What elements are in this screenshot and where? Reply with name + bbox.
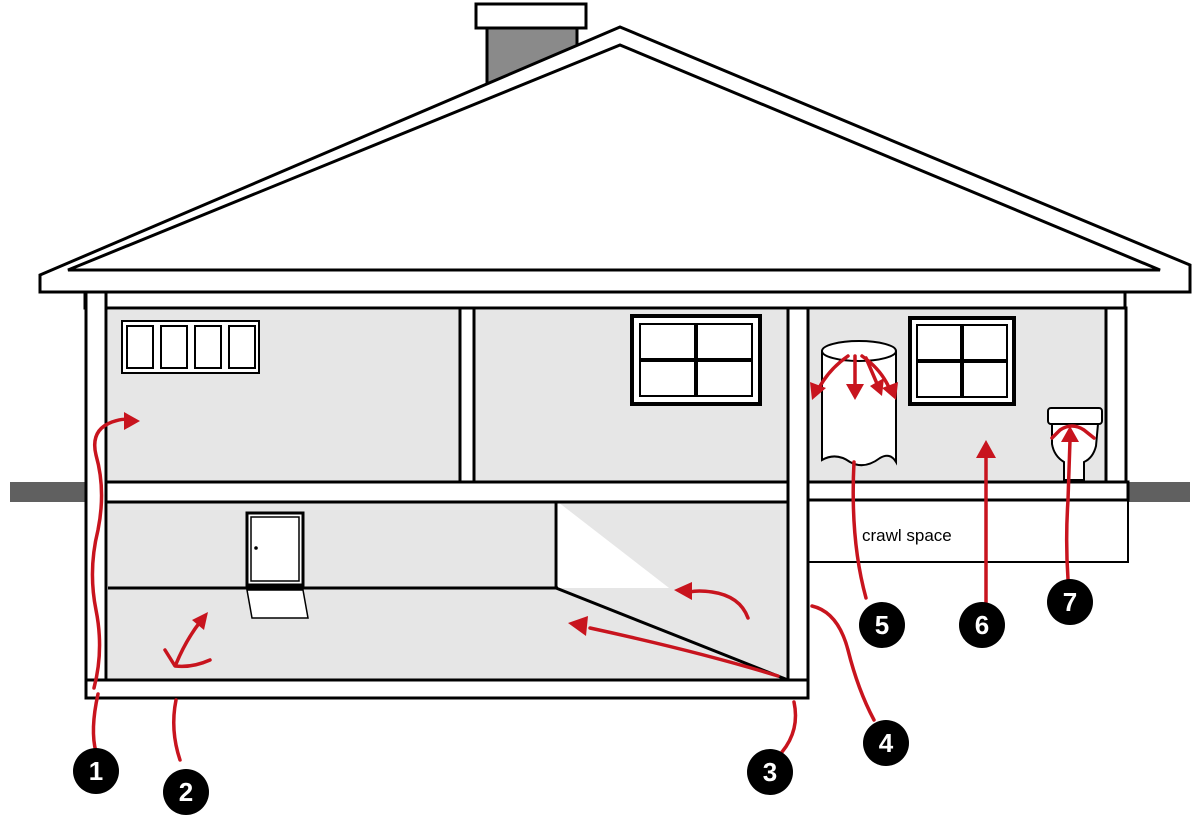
arrow-1: [90, 417, 130, 690]
marker-7: 7: [1047, 579, 1093, 625]
basement-right-room: [558, 502, 788, 680]
arrow-2: [163, 648, 212, 669]
basement-floor-area: [108, 588, 788, 680]
svg-text:6: 6: [975, 610, 989, 640]
middle-window: [630, 314, 762, 406]
svg-text:4: 4: [879, 728, 894, 758]
svg-text:7: 7: [1063, 587, 1077, 617]
svg-text:2: 2: [179, 777, 193, 807]
marker-2: 2: [163, 769, 209, 815]
ceiling-band: [83, 290, 1127, 310]
marker-4: 4: [863, 720, 909, 766]
svg-text:3: 3: [763, 757, 777, 787]
marker-3: 3: [747, 749, 793, 795]
basement-window: [121, 320, 260, 374]
marker-1: 1: [73, 748, 119, 794]
basement-upper-left: [108, 502, 554, 588]
svg-text:5: 5: [875, 610, 889, 640]
water-heater: [821, 340, 897, 467]
house-walls: [84, 290, 1130, 700]
marker-6: 6: [959, 602, 1005, 648]
basement-door: [245, 511, 309, 619]
roof: [38, 25, 1192, 294]
arrow-3: [588, 626, 780, 678]
arrow-4: [688, 589, 750, 620]
marker-5: 5: [859, 602, 905, 648]
svg-text:1: 1: [89, 756, 103, 786]
crawl-space-label: crawl space: [862, 526, 952, 545]
right-window: [908, 316, 1016, 406]
